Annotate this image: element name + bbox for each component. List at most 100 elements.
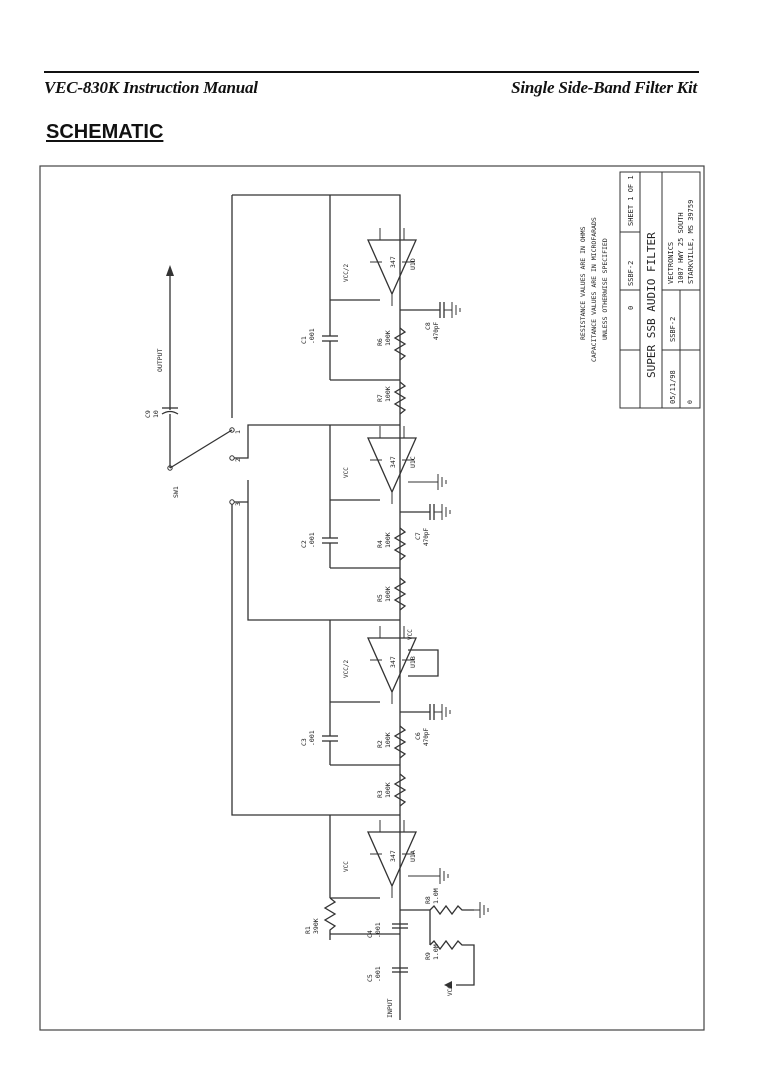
svg-text:U1D: U1D: [409, 258, 417, 270]
svg-text:R4: R4: [376, 540, 384, 548]
svg-text:470pF: 470pF: [423, 528, 430, 546]
note-line-3: UNLESS OTHERWISE SPECIFIED: [601, 238, 609, 340]
note-line-1: RESISTANCE VALUES ARE IN OHMS: [579, 226, 587, 340]
r3-resistor: R3 100K: [376, 773, 407, 807]
c8-capacitor: C8 470pF: [400, 301, 461, 340]
manual-title: VEC-830K Instruction Manual: [44, 78, 258, 97]
title-block-docno-2: SSBF-2: [669, 317, 677, 342]
svg-text:R7: R7: [376, 394, 384, 402]
title-block-address-2: STARKVILLE, MS 39759: [687, 200, 695, 284]
svg-text:R3: R3: [376, 790, 384, 798]
wire-top: [232, 194, 401, 230]
output-arrow: [166, 265, 174, 276]
svg-text:R8: R8: [424, 896, 432, 904]
r1-resistor: R1 390K: [304, 897, 400, 940]
svg-text:347: 347: [389, 456, 397, 468]
svg-text:R2: R2: [376, 740, 384, 748]
r2-resistor: R2 100K: [376, 725, 407, 759]
sw1-label: SW1: [172, 486, 180, 498]
r4-resistor: R4 100K: [376, 527, 407, 561]
svg-text:100K: 100K: [384, 782, 392, 798]
svg-text:VCC: VCC: [343, 861, 350, 872]
svg-text:3: 3: [234, 502, 242, 506]
title-block-title: SUPER SSB AUDIO FILTER: [645, 232, 658, 378]
svg-text:.001: .001: [308, 730, 316, 746]
svg-text:1: 1: [234, 430, 242, 434]
svg-text:100K: 100K: [384, 330, 392, 346]
svg-text:VCC: VCC: [407, 629, 414, 640]
svg-text:C9: C9: [144, 410, 152, 418]
svg-text:100K: 100K: [384, 732, 392, 748]
svg-text:R6: R6: [376, 338, 384, 346]
r8-resistor: R8 1.0M: [424, 888, 489, 919]
svg-text:100K: 100K: [384, 386, 392, 402]
svg-text:470pF: 470pF: [433, 322, 440, 340]
svg-text:1.0M: 1.0M: [432, 888, 440, 904]
schematic-frame: [39, 165, 705, 1031]
sw1-switch: SW1 1 2 3: [167, 427, 242, 506]
svg-text:.001: .001: [374, 966, 382, 982]
svg-text:C5: C5: [366, 974, 374, 982]
c1-capacitor: C1 .001: [300, 300, 338, 380]
title-block-docno: SSBF-2: [627, 261, 635, 286]
r9-resistor: R9 1.0M VCC: [424, 910, 475, 996]
title-block-date: 05/11/98: [669, 370, 677, 404]
c7-capacitor: C7 470pF: [400, 503, 451, 546]
wire-sw-pos2: [234, 424, 400, 459]
svg-text:VCC/2: VCC/2: [343, 264, 350, 282]
opamp-u1c: U1C 347 VCC: [343, 425, 417, 505]
title-block-rev-2: 0: [686, 400, 694, 404]
svg-text:R1: R1: [304, 926, 312, 934]
c5-capacitor: C5 .001: [366, 966, 408, 982]
svg-text:C2: C2: [300, 540, 308, 548]
output-label: OUTPUT: [156, 348, 164, 372]
svg-text:470pF: 470pF: [423, 728, 430, 746]
svg-text:347: 347: [389, 656, 397, 668]
r6-resistor: R6 100K: [376, 327, 407, 361]
svg-text:2: 2: [234, 458, 242, 462]
c3-capacitor: C3 .001: [300, 702, 338, 765]
c6-capacitor: C6 470pF: [400, 703, 451, 746]
wire-sw-pos3: [234, 480, 400, 621]
svg-text:.001: .001: [308, 328, 316, 344]
title-block-rev: 0: [627, 306, 635, 310]
svg-text:100K: 100K: [384, 586, 392, 602]
svg-text:C4: C4: [366, 930, 374, 938]
title-block-company: VECTRONICS: [667, 242, 675, 284]
svg-text:U1A: U1A: [409, 850, 417, 862]
ground-u1c: [429, 473, 447, 491]
title-block-address-1: 1007 HWY 25 SOUTH: [677, 212, 685, 284]
c4-capacitor: C4 .001: [366, 922, 408, 938]
note-line-2: CAPACITANCE VALUES ARE IN MICROFARADS: [590, 217, 598, 362]
svg-text:390K: 390K: [312, 918, 320, 934]
svg-text:C1: C1: [300, 336, 308, 344]
svg-text:347: 347: [389, 850, 397, 862]
r7-resistor: R7 100K: [376, 381, 407, 415]
svg-text:VCC: VCC: [343, 467, 350, 478]
header-rule: [44, 71, 699, 73]
svg-text:1.0M: 1.0M: [432, 944, 440, 960]
svg-text:U1B: U1B: [409, 656, 417, 668]
wire-u1b-loop: [408, 649, 439, 677]
opamp-u1a: U1A 347 VCC: [343, 819, 417, 899]
section-title: SCHEMATIC: [46, 121, 164, 143]
svg-text:C6: C6: [414, 732, 422, 740]
svg-text:100K: 100K: [384, 532, 392, 548]
opamp-u1b: U1B 347 VCC/2 VCC: [343, 625, 417, 705]
c2-capacitor: C2 .001: [300, 500, 338, 568]
svg-text:347: 347: [389, 256, 397, 268]
svg-text:R9: R9: [424, 952, 432, 960]
svg-text:10: 10: [152, 410, 160, 418]
title-block-sheet: SHEET 1 OF 1: [627, 175, 635, 226]
svg-text:R5: R5: [376, 594, 384, 602]
svg-text:C3: C3: [300, 738, 308, 746]
wire-sw-pos4: [231, 504, 400, 816]
svg-text:U1C: U1C: [409, 456, 417, 468]
svg-text:C8: C8: [424, 322, 432, 330]
input-label: INPUT: [386, 998, 394, 1018]
svg-text:.001: .001: [374, 922, 382, 938]
opamp-u1d: U1D 347 VCC/2: [343, 227, 417, 307]
svg-text:VCC/2: VCC/2: [343, 660, 350, 678]
title-block: SUPER SSB AUDIO FILTER SSBF-2 SHEET 1 OF…: [619, 171, 701, 409]
